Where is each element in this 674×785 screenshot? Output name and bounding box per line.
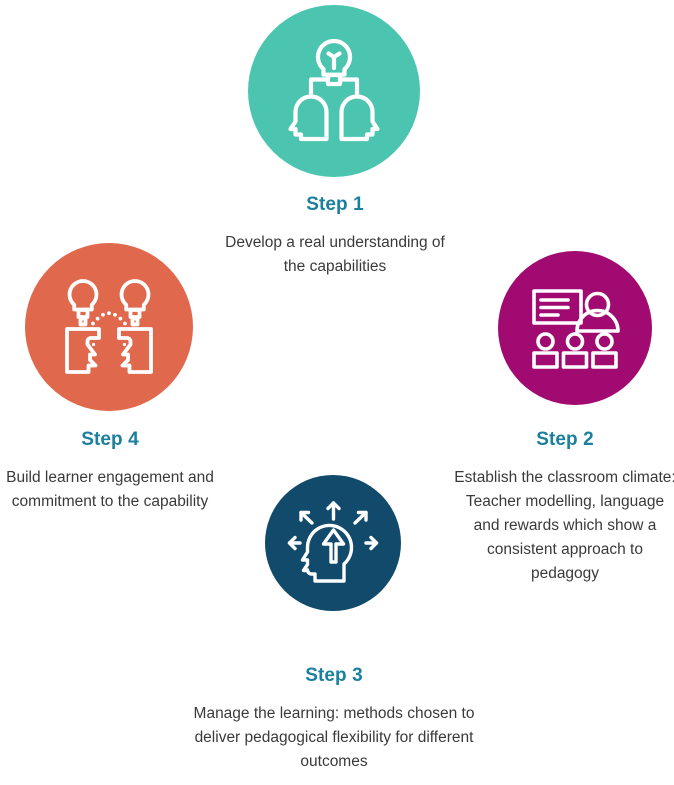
step-3-title: Step 3 [305, 665, 363, 686]
head-arrows-growth-icon [287, 501, 379, 583]
step-3-body: Manage the learning: methods chosen to d… [193, 704, 475, 770]
step-4-caption: Step 4 Build learner engagement and comm… [5, 429, 215, 514]
step-2-body: Establish the classroom climate: Teacher… [454, 468, 674, 582]
step-2-icon-circle [498, 251, 652, 405]
step-2-caption: Step 2 Establish the classroom climate: … [452, 429, 674, 586]
step-1-caption: Step 1 Develop a real understanding of t… [223, 194, 447, 279]
step-1-title: Step 1 [306, 194, 364, 215]
two-heads-lightbulb-icon [288, 38, 380, 142]
step-4-body: Build learner engagement and commitment … [6, 468, 214, 510]
classroom-teacher-students-icon [532, 289, 620, 369]
step-3-icon-circle [265, 475, 401, 611]
step-1-body: Develop a real understanding of the capa… [225, 233, 445, 275]
step-4-title: Step 4 [81, 429, 139, 450]
two-heads-bulbs-connected-icon [65, 279, 153, 374]
step-4-icon-circle [25, 243, 193, 411]
idea-connection-dots [91, 311, 127, 326]
step-1-icon-circle [248, 5, 420, 177]
step-2-title: Step 2 [536, 429, 594, 450]
step-3-caption: Step 3 Manage the learning: methods chos… [178, 665, 490, 774]
